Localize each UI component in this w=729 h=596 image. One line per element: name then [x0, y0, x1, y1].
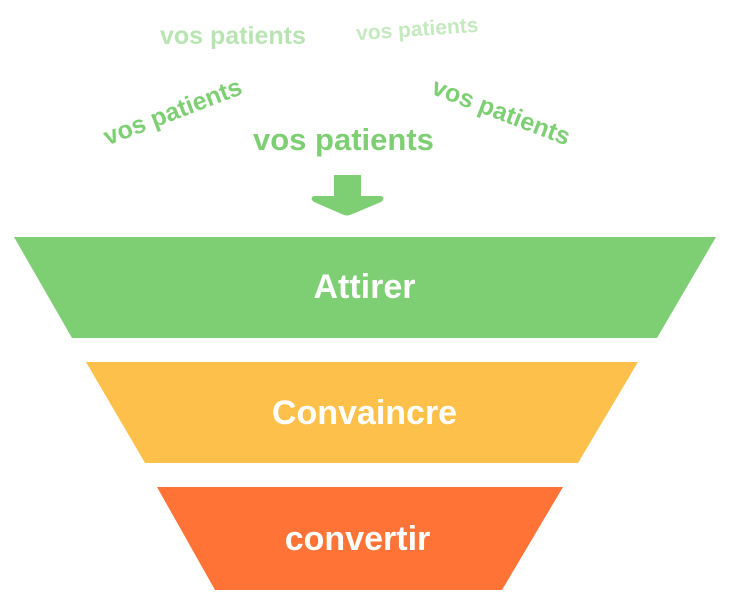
patient-word-1: vos patients	[160, 22, 306, 50]
stage-convaincre-shape	[86, 362, 638, 463]
stage-convaincre-label: Convaincre	[271, 394, 458, 432]
down-arrow-icon	[311, 175, 384, 216]
patient-word-4: vos patients	[253, 122, 434, 157]
stage-attirer-label: Attirer	[313, 268, 416, 306]
stage-convertir-shape	[157, 487, 563, 590]
stage-attirer-shape	[14, 237, 716, 338]
stage-convertir-label: convertir	[284, 520, 431, 558]
